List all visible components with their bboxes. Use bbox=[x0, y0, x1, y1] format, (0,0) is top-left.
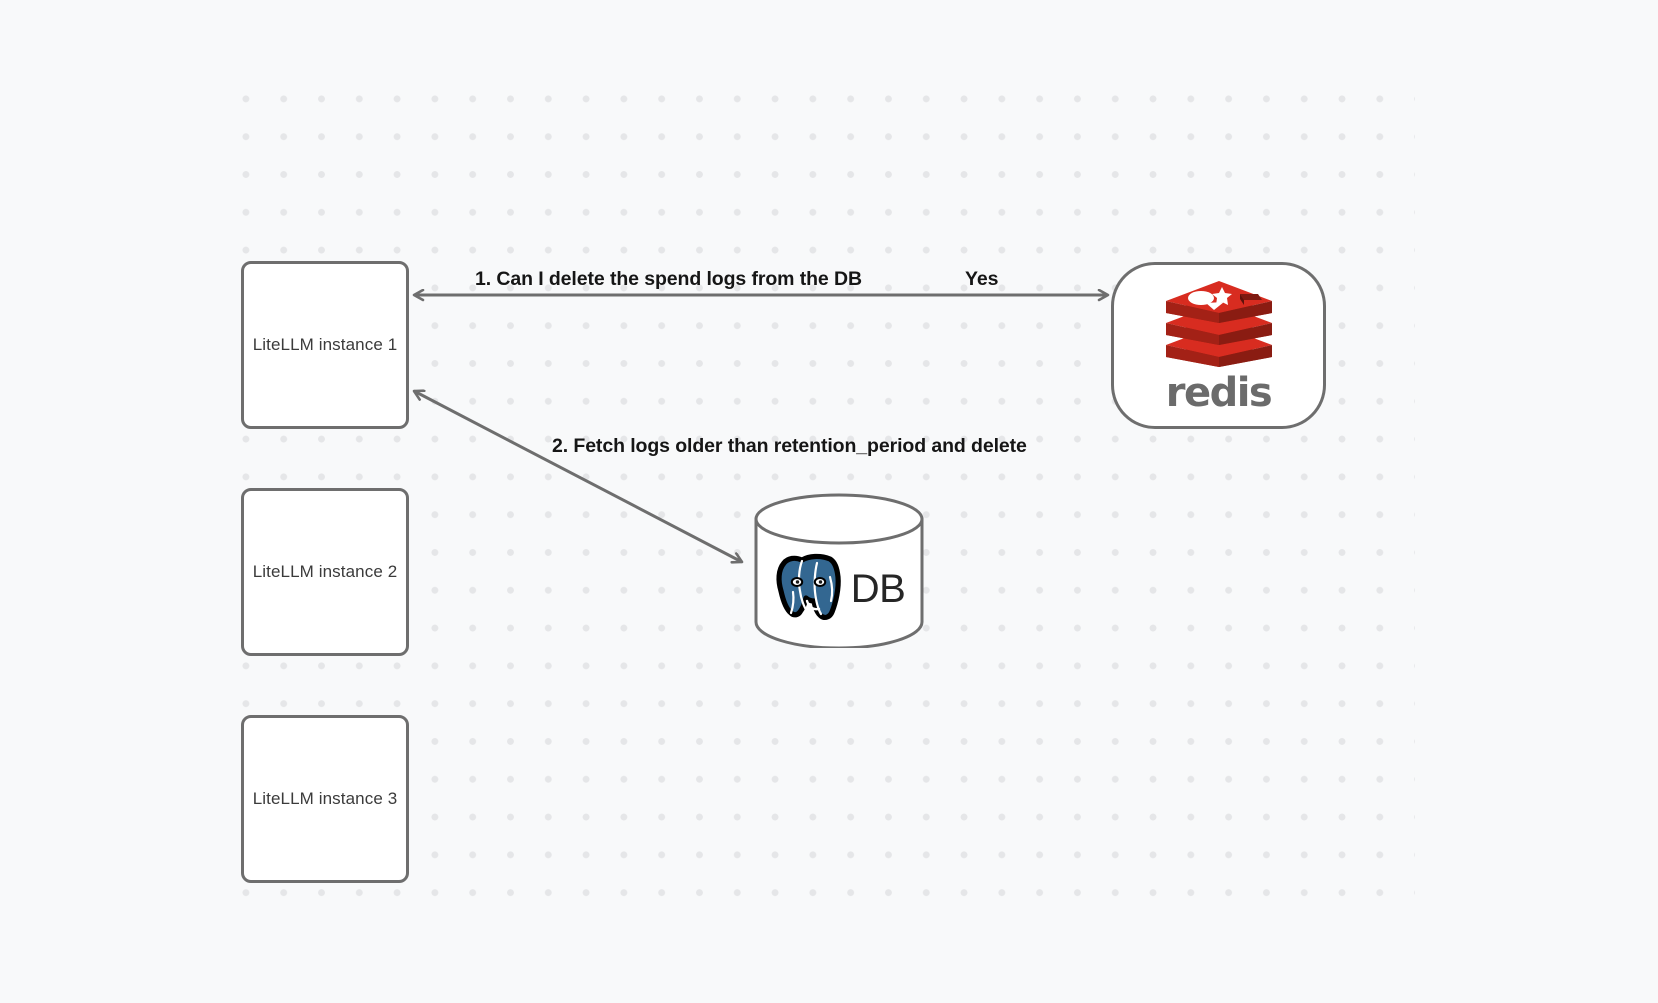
node-litellm-instance-3-label: LiteLLM instance 3 bbox=[252, 789, 398, 808]
node-litellm-instance-1[interactable]: LiteLLM instance 1 bbox=[241, 261, 409, 429]
node-litellm-instance-3[interactable]: LiteLLM instance 3 bbox=[241, 715, 409, 883]
node-litellm-instance-1-label: LiteLLM instance 1 bbox=[252, 335, 398, 354]
postgresql-elephant-icon bbox=[776, 553, 841, 620]
edge-litellm1-database bbox=[414, 391, 742, 562]
node-redis[interactable]: redis bbox=[1111, 262, 1326, 429]
database-label: DB bbox=[850, 566, 906, 611]
redis-logo-icon bbox=[1165, 280, 1272, 367]
edge-label-yes: Yes bbox=[965, 268, 999, 290]
node-litellm-instance-2[interactable]: LiteLLM instance 2 bbox=[241, 488, 409, 656]
edge-label-step-two: 2. Fetch logs older than retention_perio… bbox=[552, 435, 1027, 457]
node-database[interactable]: DB bbox=[753, 493, 925, 648]
redis-wordmark: redis bbox=[1165, 369, 1273, 416]
edge-label-step-one: 1. Can I delete the spend logs from the … bbox=[475, 268, 862, 290]
node-litellm-instance-2-label: LiteLLM instance 2 bbox=[252, 562, 398, 581]
